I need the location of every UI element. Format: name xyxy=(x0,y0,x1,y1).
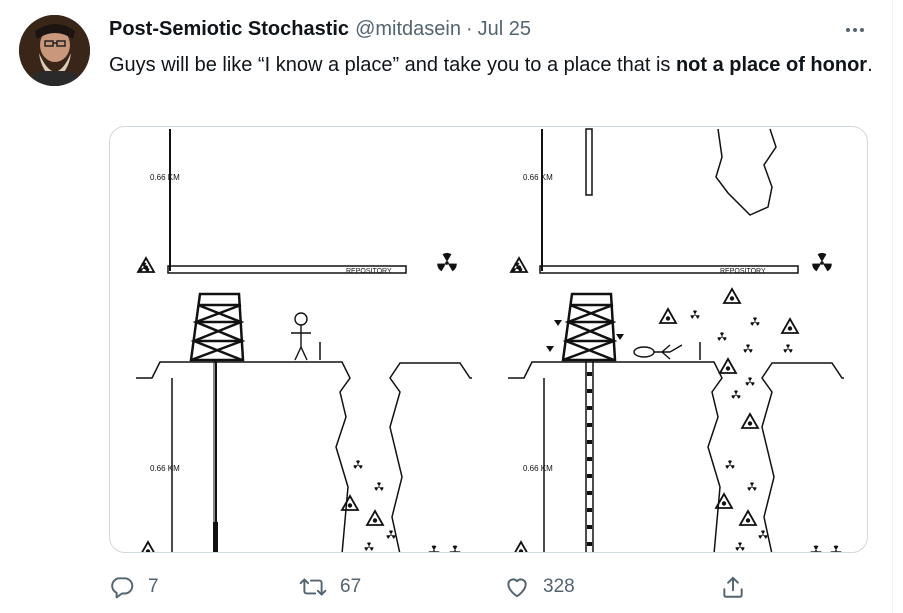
share-button[interactable] xyxy=(720,570,746,604)
tweet-date[interactable]: Jul 25 xyxy=(477,17,532,40)
heart-icon xyxy=(504,574,530,600)
column-divider xyxy=(892,0,893,613)
tweet-text-prefix: Guys will be like “I know a place” and t… xyxy=(109,54,676,76)
tweet-text: Guys will be like “I know a place” and t… xyxy=(109,50,879,80)
left-panel: 0.66 KM REPOSITORY xyxy=(136,129,472,552)
retweet-button[interactable]: 67 xyxy=(299,570,361,604)
tweet-text-bold: not a place of honor xyxy=(675,54,868,76)
share-icon xyxy=(720,574,746,600)
tweet-header: Post-Semiotic Stochastic @mitdasein · Ju… xyxy=(109,17,531,41)
author-handle[interactable]: @mitdasein xyxy=(355,17,461,40)
tweet-text-suffix: . xyxy=(867,54,873,76)
reply-button[interactable]: 7 xyxy=(109,570,159,604)
header-separator: · xyxy=(465,17,473,40)
left-bottom-label: 0.66 KM xyxy=(150,464,180,473)
reply-count: 7 xyxy=(148,576,159,597)
left-top-label: 0.66 KM xyxy=(150,173,180,182)
retweet-count: 67 xyxy=(340,576,362,597)
like-button[interactable]: 328 xyxy=(504,570,575,604)
like-count: 328 xyxy=(543,576,575,597)
author-display-name[interactable]: Post-Semiotic Stochastic xyxy=(109,17,350,40)
reply-icon xyxy=(109,574,135,600)
tweet-action-bar: 7 67 328 xyxy=(109,570,869,604)
right-panel: 0.66 KM REPOSITORY xyxy=(508,128,844,552)
right-top-label: 0.66 KM xyxy=(523,173,553,182)
retweet-icon xyxy=(299,574,327,600)
right-repository-label: REPOSITORY xyxy=(720,268,766,275)
tweet-media-image[interactable]: 0.66 KM REPOSITORY xyxy=(109,126,868,553)
left-repository-label: REPOSITORY xyxy=(346,268,392,275)
right-bottom-label: 0.66 KM xyxy=(523,464,553,473)
avatar[interactable] xyxy=(19,15,90,86)
more-options-icon[interactable] xyxy=(838,18,872,42)
